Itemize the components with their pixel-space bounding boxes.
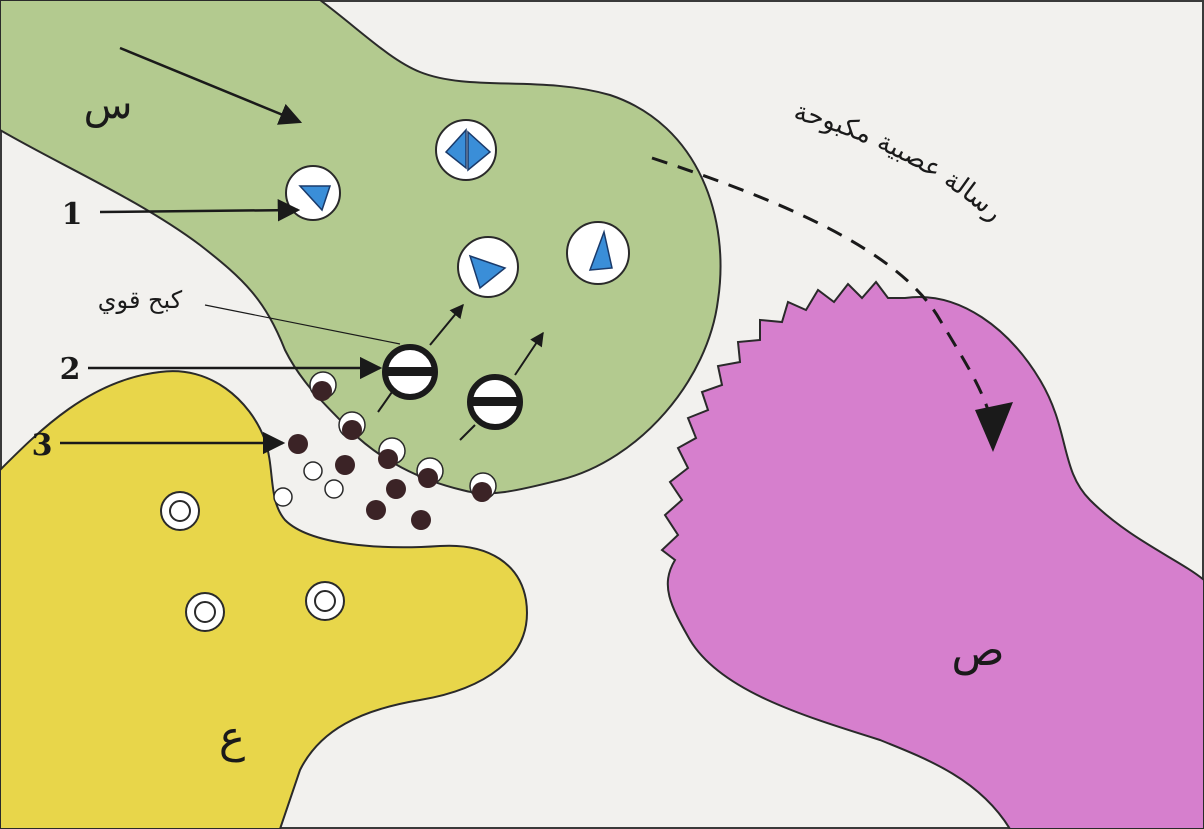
label-1: 1 <box>62 197 83 232</box>
label-ain: ع <box>219 712 245 763</box>
inhibition-receptor-2 <box>470 377 520 427</box>
label-3: 3 <box>32 428 53 463</box>
vesicle-3 <box>458 237 518 297</box>
label-2: 2 <box>60 352 81 387</box>
label-sad: ص <box>951 625 1004 676</box>
label-s: س <box>84 82 133 128</box>
vesicle-1 <box>286 166 340 220</box>
label-strong-inhibition: كبح قوي <box>98 286 183 314</box>
yellow-vesicle-2 <box>186 593 224 631</box>
inhibition-receptor-1 <box>385 347 435 397</box>
yellow-vesicle-1 <box>161 492 199 530</box>
vesicle-double <box>436 120 496 180</box>
yellow-vesicle-3 <box>306 582 344 620</box>
vesicle-4 <box>567 222 629 284</box>
